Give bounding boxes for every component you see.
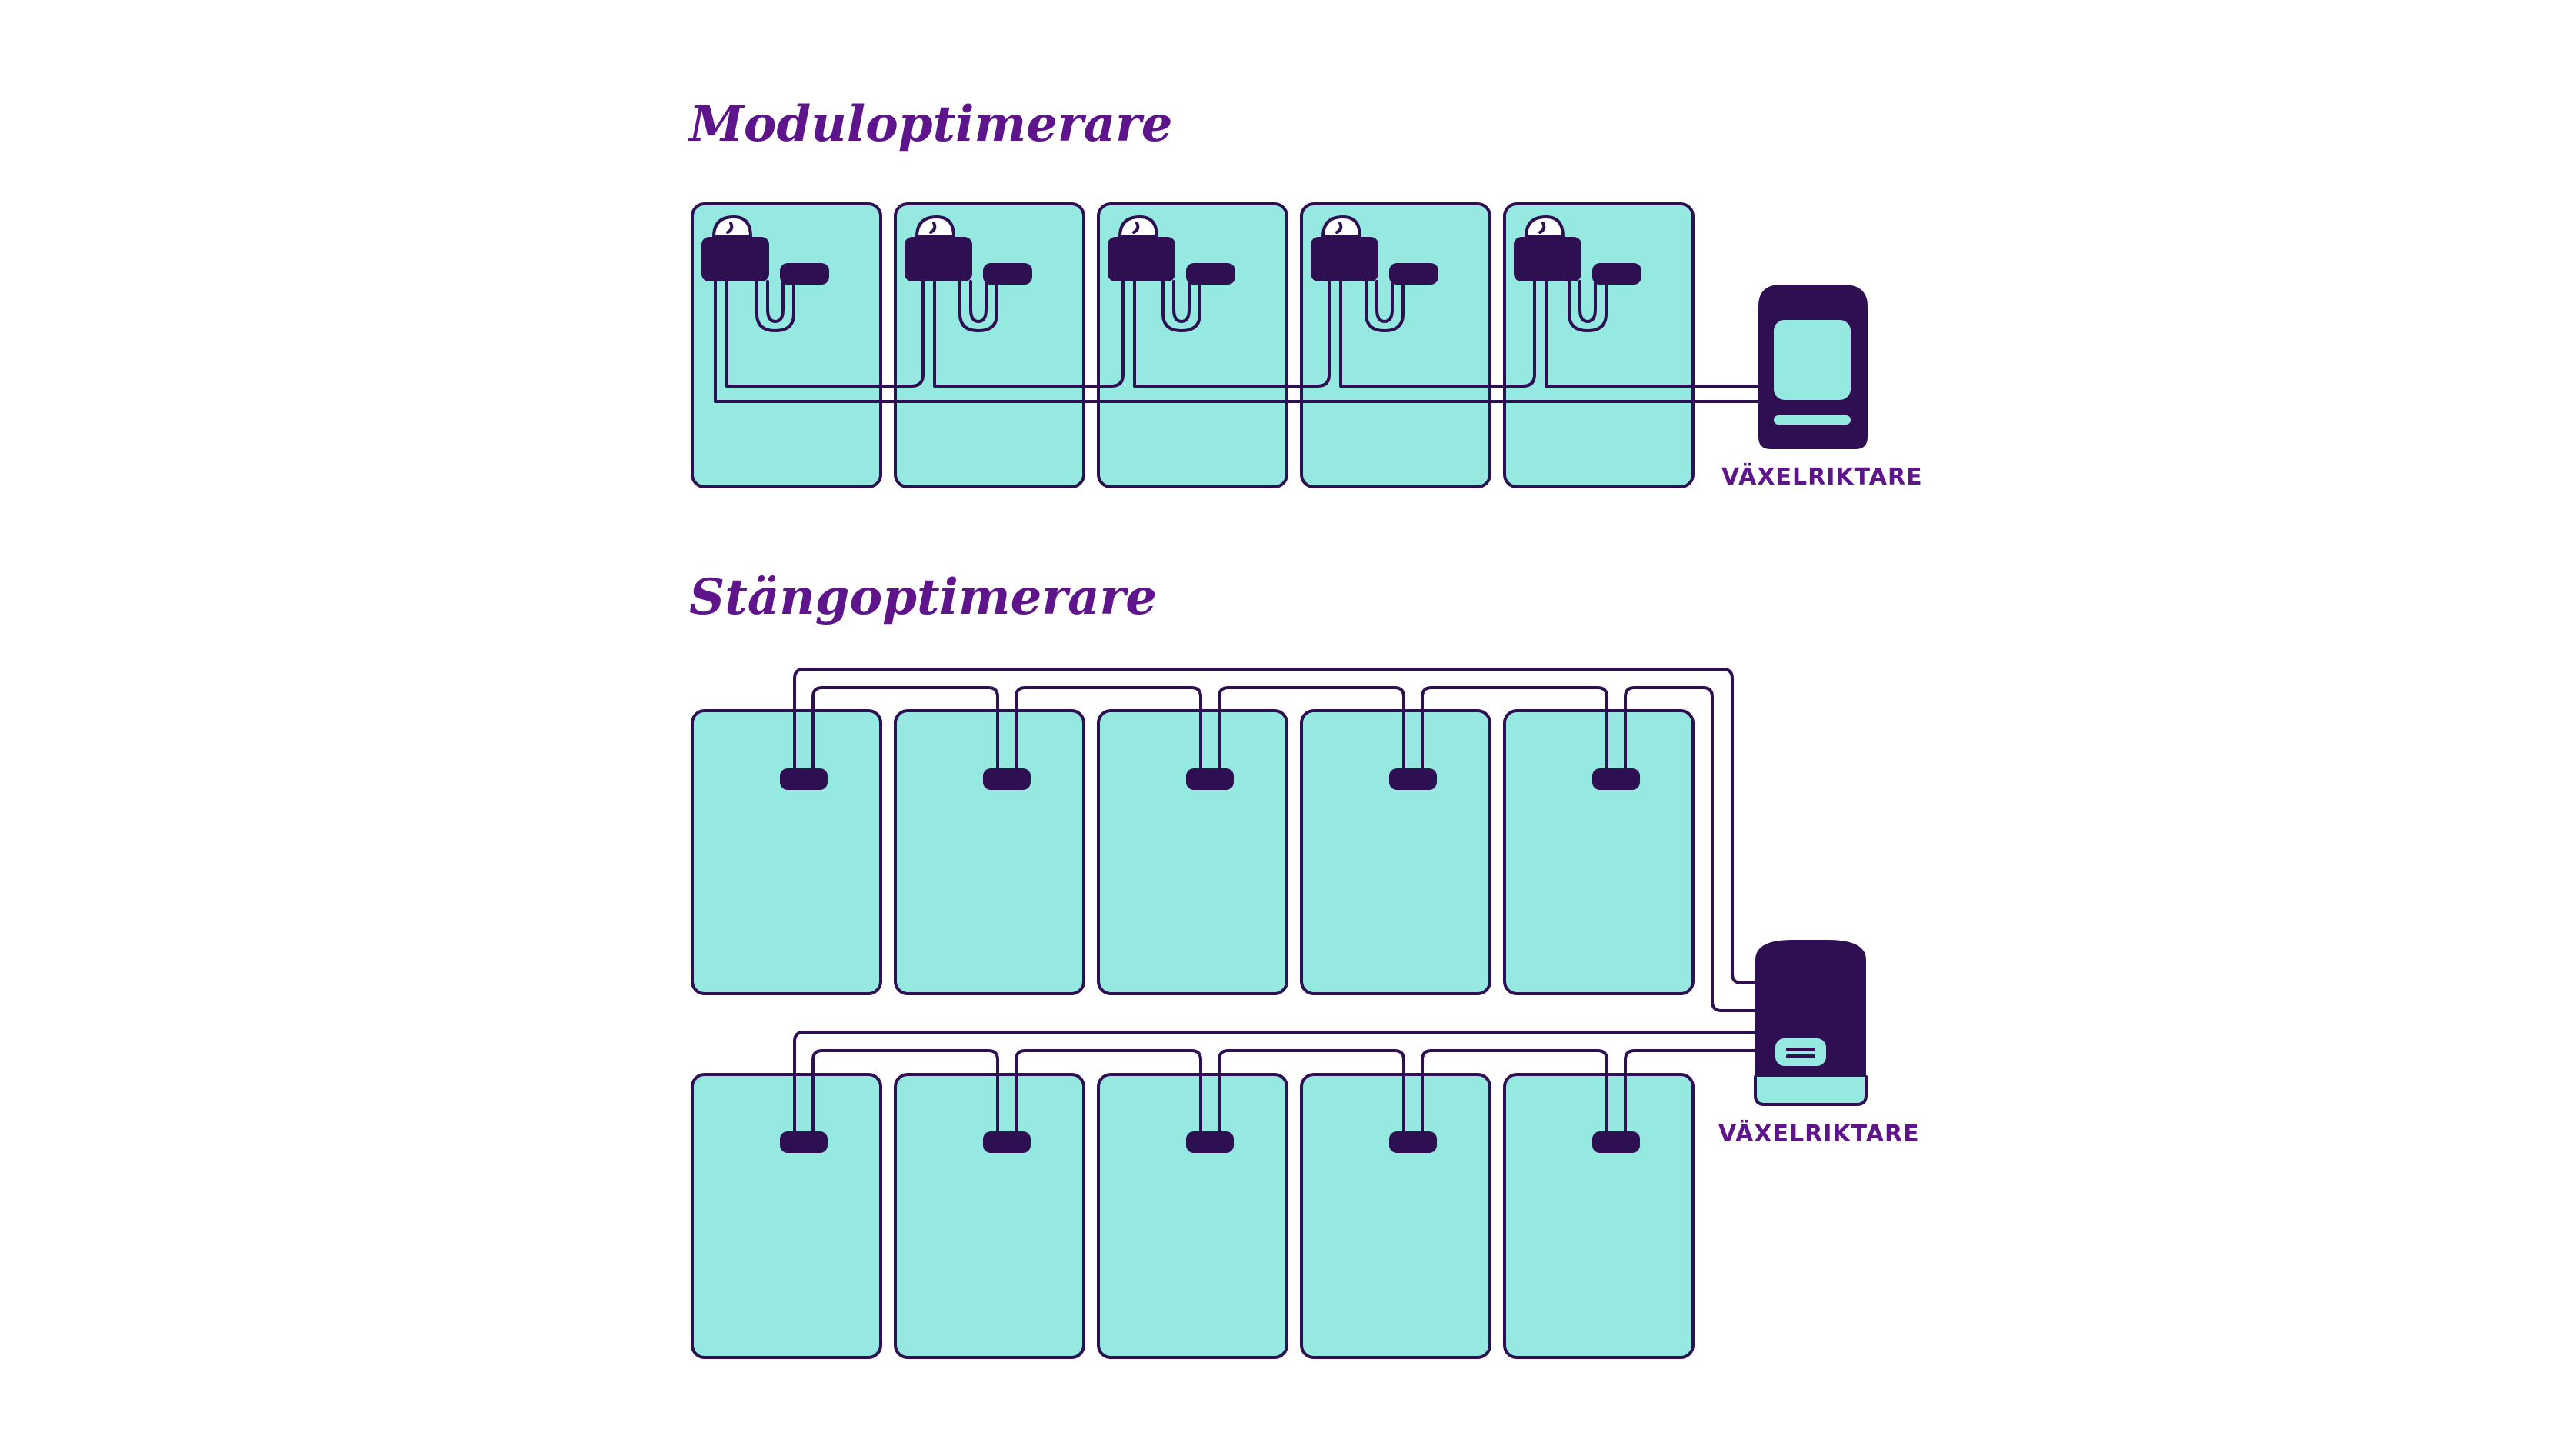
string-wires-top (793, 668, 1759, 1012)
solar-panel (1300, 709, 1491, 995)
junction-box (983, 768, 1031, 790)
junction-box (780, 1131, 828, 1153)
junction-box (1186, 768, 1234, 790)
junction-boxes (780, 768, 1640, 1153)
junction-box (780, 768, 828, 790)
section-title-module-optimizers: Moduloptimerare (689, 95, 1173, 153)
junction-box (1592, 768, 1640, 790)
junction-box (1592, 1131, 1640, 1153)
junction-box (1186, 1131, 1234, 1153)
string-wire-drops (793, 709, 1627, 1143)
module-optimizer (1108, 215, 1235, 332)
section-title-string-optimizers: Stängoptimerare (689, 568, 1157, 626)
solar-panels-row-2 (691, 709, 1695, 995)
inverter-icon (1758, 285, 1868, 449)
solar-panel (1300, 1073, 1491, 1359)
junction-box (1389, 768, 1437, 790)
solar-panel (691, 709, 882, 995)
inverter-icon (1754, 940, 1868, 1106)
module-optimizer (905, 215, 1032, 332)
module-optimizer-system (691, 202, 1868, 488)
solar-panels-row-3 (691, 1073, 1695, 1359)
junction-box (1389, 1131, 1437, 1153)
inverter-label-module: VÄXELRIKTARE (1721, 464, 1923, 491)
solar-panel (1503, 709, 1695, 995)
solar-panel (894, 1073, 1085, 1359)
string-wires-bottom (793, 1031, 1759, 1143)
module-optimizer (1311, 215, 1438, 332)
solar-panel (691, 1073, 882, 1359)
solar-panel (894, 709, 1085, 995)
solar-panel (1097, 709, 1288, 995)
junction-box (983, 1131, 1031, 1153)
solar-panel (1097, 1073, 1288, 1359)
solar-panel (1503, 1073, 1695, 1359)
string-optimizer-system (691, 668, 1868, 1359)
module-bus-wires (714, 275, 1763, 403)
module-optimizer (1514, 215, 1641, 332)
inverter-label-string: VÄXELRIKTARE (1718, 1121, 1920, 1148)
module-optimizer (701, 215, 829, 332)
module-optimizers (701, 215, 1641, 332)
